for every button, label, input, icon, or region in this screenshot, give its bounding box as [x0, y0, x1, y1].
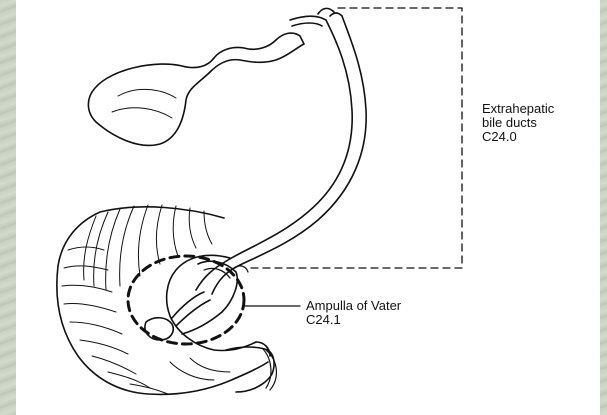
extrahepatic-label-code: C24.0 — [482, 129, 517, 144]
left-hepatic-duct — [330, 13, 342, 16]
gallbladder-fold — [112, 108, 172, 118]
ampulla-papilla — [145, 318, 173, 340]
duodenal-fold — [70, 322, 122, 334]
duodenal-fold — [62, 285, 112, 292]
duodenal-fold — [204, 211, 212, 244]
ampulla-label-line1: Ampulla of Vater — [306, 298, 401, 313]
duodenal-fold — [64, 266, 108, 270]
duodenal-fold — [170, 362, 214, 380]
duodenal-fold — [92, 356, 136, 374]
right-hepatic-duct — [292, 23, 322, 26]
gallbladder — [88, 33, 304, 145]
extrahepatic-bracket — [248, 8, 462, 268]
duodenal-fold — [190, 358, 230, 372]
duodenal-fold — [80, 340, 128, 354]
common-bile-duct — [212, 16, 366, 294]
gallbladder-fold — [118, 89, 176, 98]
duodenal-fold — [138, 205, 148, 276]
duodenal-fold — [173, 206, 178, 256]
extrahepatic-label-line2: bile ducts — [482, 115, 537, 130]
duodenal-fold — [120, 206, 134, 286]
left-hepatic-duct — [318, 8, 334, 14]
duodenum-outer-bottom — [236, 362, 268, 378]
duodenal-fold — [106, 209, 120, 290]
duodenal-fold — [64, 303, 116, 312]
ampulla-label-code: C24.1 — [306, 312, 341, 327]
extrahepatic-label-line1: Extrahepatic — [482, 101, 554, 116]
bile-duct-terminus — [176, 300, 210, 326]
duodenal-fold — [156, 205, 162, 264]
ampulla-highlight-circle — [128, 256, 244, 344]
right-hepatic-duct — [290, 16, 326, 20]
duodenal-fold — [189, 208, 196, 248]
